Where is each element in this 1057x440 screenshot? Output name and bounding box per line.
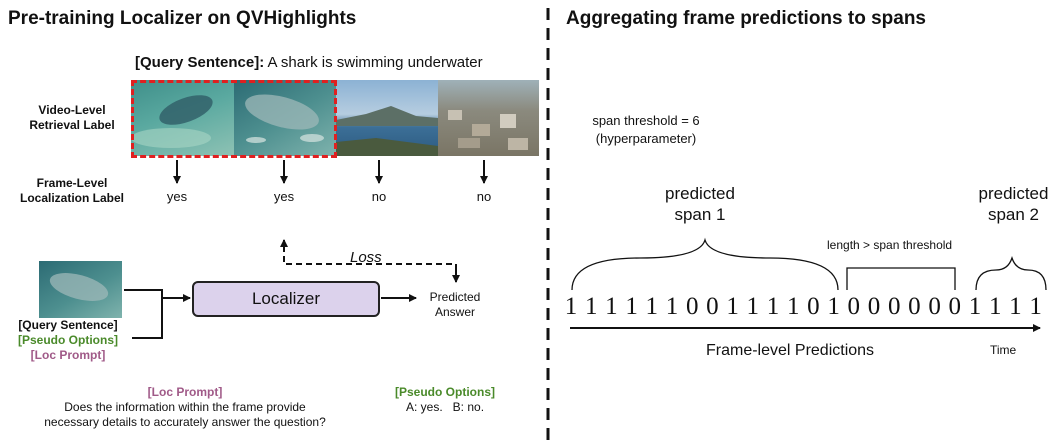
query-tag: [Query Sentence]: [135, 54, 265, 71]
threshold-bracket [846, 267, 956, 290]
input-bracket [124, 289, 163, 339]
prediction-bit: 1 [827, 293, 840, 320]
loss-label: Loss [350, 249, 382, 266]
frame-level-label: Frame-Level Localization Label [19, 176, 124, 205]
predicted-answer-label: Predicted Answer [429, 290, 481, 319]
shark-frame [131, 80, 234, 156]
input-frame-image [49, 273, 109, 301]
left-panel-title: Pre-training Localizer on QVHighlights [8, 8, 357, 29]
frame-answer-2: yes [273, 189, 295, 204]
prediction-bit: 1 [665, 293, 679, 320]
query-text: A shark is swimming underwater [267, 54, 483, 71]
city-aerial-frame [438, 80, 539, 156]
prediction-bit: 0 [867, 293, 881, 320]
pseudo-option-a: A: yes. [405, 400, 443, 414]
frame-answer-4: no [476, 189, 492, 204]
prediction-bit: 0 [887, 293, 901, 320]
query-sentence-line: [Query Sentence]: A shark is swimming un… [135, 54, 483, 71]
prediction-bit: 1 [968, 293, 982, 320]
predicted-span-2-label: predicted span 2 [978, 184, 1049, 224]
prediction-bit: 1 [584, 293, 598, 320]
input-query-sentence: [Query Sentence] [18, 318, 118, 332]
prediction-bit: 1 [786, 293, 800, 320]
coastline-image [336, 106, 438, 156]
localizer-inputs: [Query Sentence] [Pseudo Options] [Loc P… [8, 318, 128, 363]
prediction-bit: 1 [988, 293, 1002, 320]
prediction-bit: 1 [746, 293, 760, 320]
time-label: Time [990, 343, 1017, 357]
prediction-bit: 0 [847, 293, 861, 320]
prediction-bit: 1 [1009, 293, 1022, 320]
prediction-bit: 1 [564, 293, 578, 320]
prediction-bit: 1 [766, 293, 780, 320]
shark-image [131, 95, 213, 148]
input-loc-prompt: [Loc Prompt] [30, 348, 106, 362]
prediction-bit: 0 [706, 293, 719, 320]
prediction-bit: 0 [908, 293, 921, 320]
prediction-bit: 0 [685, 293, 699, 320]
input-pseudo-options: [Pseudo Options] [18, 333, 118, 347]
prediction-bit: 1 [625, 293, 638, 320]
loc-prompt-description: [Loc Prompt] Does the information within… [30, 385, 340, 430]
loc-prompt-line1: Does the information within the frame pr… [64, 400, 306, 414]
length-threshold-label: length > span threshold [827, 238, 953, 252]
pseudo-option-b: B: no. [452, 400, 485, 414]
city-aerial-image [448, 110, 528, 150]
loc-prompt-line2: necessary details to accurately answer t… [44, 415, 326, 429]
shark-fish-frame [234, 80, 336, 156]
prediction-bit: 1 [1029, 293, 1042, 320]
localizer-box: Localizer [192, 281, 380, 317]
positive-frames-dashed-box [131, 80, 337, 158]
shark-fish-image [245, 94, 324, 143]
video-level-label: Video-Level Retrieval Label [29, 103, 115, 132]
right-panel-title: Aggregating frame predictions to spans [566, 8, 926, 29]
span-threshold-note: span threshold = 6 (hyperparameter) [592, 113, 700, 146]
pseudo-options-title: [Pseudo Options] [395, 385, 495, 399]
loss-dashed-line [283, 241, 457, 280]
span1-brace [571, 237, 839, 291]
prediction-bit: 1 [726, 293, 739, 320]
axis-label: Frame-level Predictions [706, 342, 875, 359]
loc-prompt-title: [Loc Prompt] [147, 385, 223, 399]
predicted-span-1-label: predicted span 1 [665, 184, 735, 224]
input-frame-thumbnail [39, 261, 122, 318]
pseudo-options-description: [Pseudo Options] A: yes. B: no. [380, 385, 510, 415]
coastline-frame [336, 80, 438, 156]
prediction-bit: 1 [645, 293, 659, 320]
frame-answer-3: no [371, 189, 387, 204]
prediction-bit: 1 [605, 293, 618, 320]
prediction-bit: 0 [928, 293, 941, 320]
prediction-bit: 0 [807, 293, 820, 320]
prediction-bit: 0 [948, 293, 962, 320]
frame-answer-1: yes [166, 189, 188, 204]
span2-brace [975, 255, 1047, 291]
